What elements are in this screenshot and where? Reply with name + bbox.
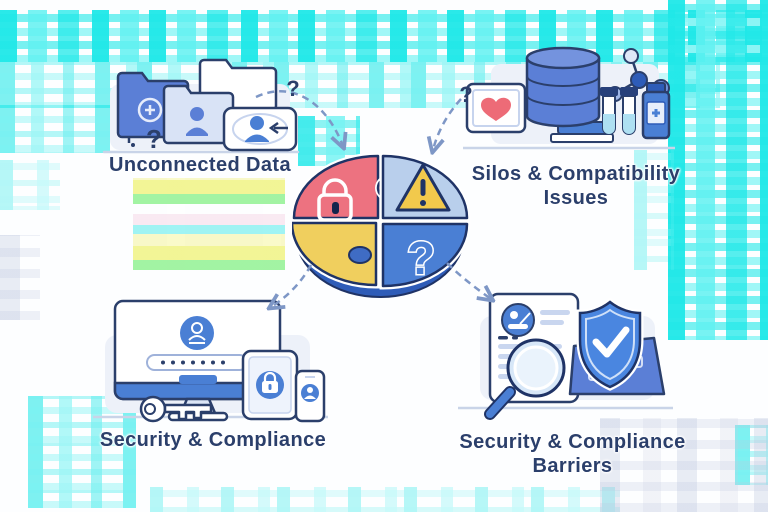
person-icon [190,107,204,121]
glitch-noise-bottom-band [150,487,620,512]
arrow-top-right [433,98,462,150]
warning-triangle-icon [395,163,451,212]
tablet-lock-icon [241,349,299,421]
illustration-unconnected-data: ? [102,58,300,154]
label-silos-compatibility: Silos & Compatibility Issues [462,162,690,210]
puzzle-piece-warning [379,153,471,222]
puzzle-hole [348,246,372,264]
password-dots [161,360,225,365]
shield-check-icon [576,297,644,391]
label-line-1: Security & Compliance [459,431,686,453]
glitch-noise-left-low [0,235,40,320]
label-security-barriers: Security & Compliance Barriers [455,430,690,478]
avatar-icon [250,116,264,130]
phone-user-icon [294,369,326,423]
question-mark-icon: ? [407,232,435,284]
label-unconnected-data: Unconnected Data [109,154,291,176]
glitch-noise-left-mid [0,160,60,210]
label-line-2: Issues [543,187,609,209]
lock-icon [263,371,277,381]
glitch-noise-bottom-right-corner [735,425,768,485]
label-security-compliance: Security & Compliance [99,429,327,451]
puzzle-piece-question: ? [379,220,471,290]
illustration-security-compliance [93,299,328,423]
illustration-security-barriers [458,292,673,420]
laptop-user-icon [222,106,298,152]
medicine-bottle-icon [641,82,671,140]
question-mark-icon: ? [146,124,162,154]
avatar-icon [501,303,535,337]
check-icon [592,326,630,358]
label-line-1: Silos & Compatibility [471,163,681,185]
login-button[interactable] [179,375,217,384]
key-icon [139,395,213,423]
heart-tablet-icon [465,82,527,134]
label-line-2: Barriers [532,455,613,477]
glitch-noise-left-patch [0,105,110,153]
puzzle-piece-hole [292,219,380,289]
light-folder-icon [162,84,235,145]
glitch-noise-colorful [133,178,285,270]
center-puzzle-pie: ? [292,153,471,298]
dot [131,143,135,147]
magnifier-icon [484,338,566,420]
illustration-silos-compatibility [463,46,675,150]
